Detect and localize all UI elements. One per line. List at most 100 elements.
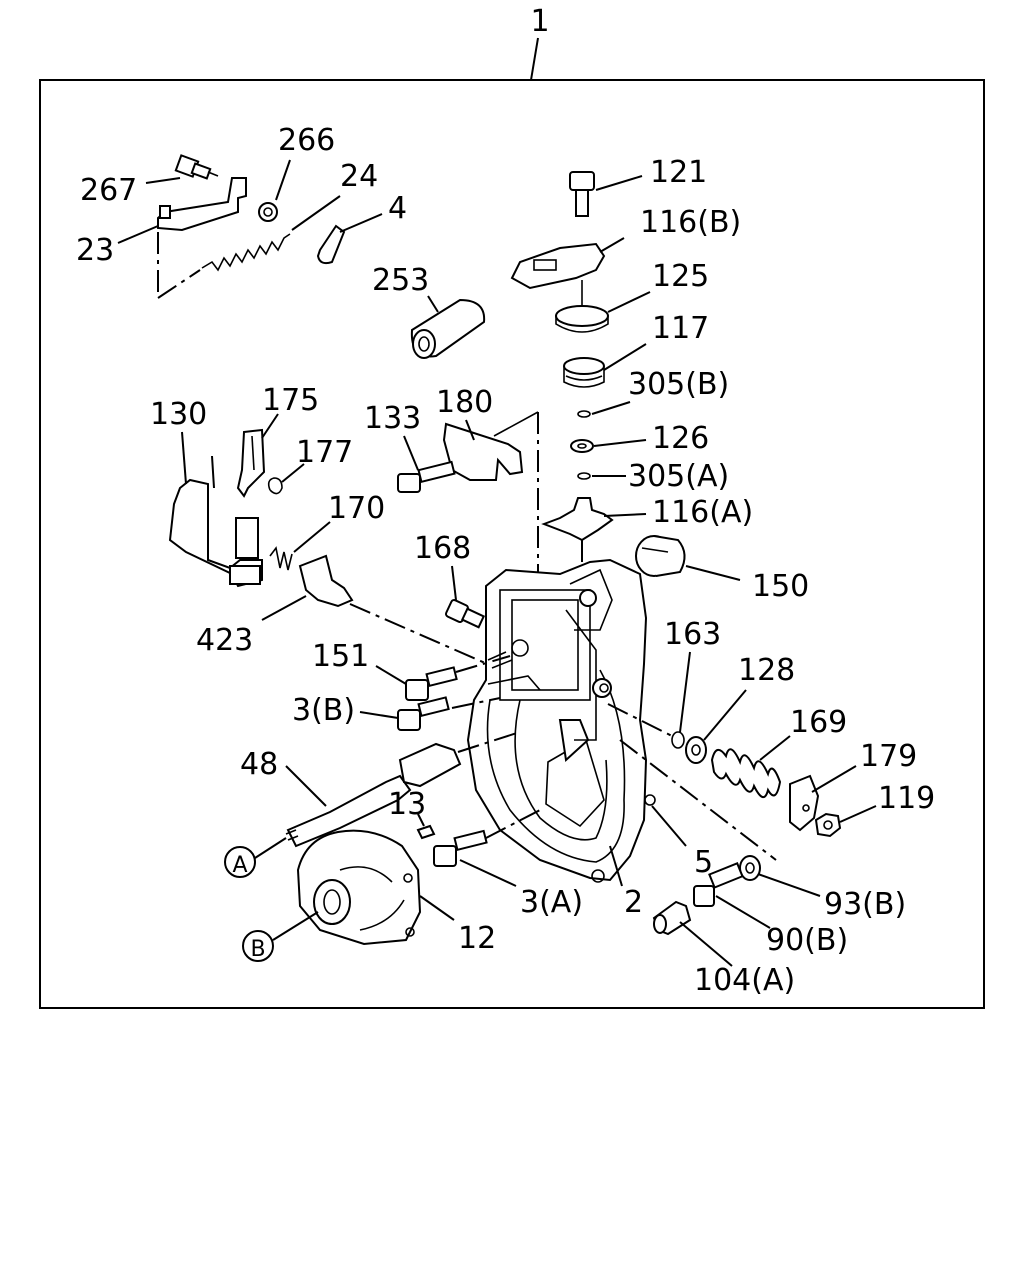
label-5: 5 bbox=[694, 845, 713, 880]
leader-116a bbox=[603, 513, 647, 517]
label-2: 2 bbox=[624, 885, 643, 920]
leader-A bbox=[254, 837, 287, 859]
label-130: 130 bbox=[150, 397, 207, 432]
leader-48 bbox=[285, 765, 327, 807]
leader-170 bbox=[293, 521, 331, 553]
part-423-shaft bbox=[298, 554, 354, 608]
label-93b: 93(B) bbox=[824, 887, 906, 922]
part-116b-lever bbox=[510, 242, 606, 290]
key-13-group: 13 bbox=[388, 787, 436, 840]
label-1: 1 bbox=[530, 4, 549, 39]
part-180-bracket bbox=[442, 422, 524, 481]
leader-12 bbox=[419, 895, 455, 921]
label-177: 177 bbox=[296, 435, 353, 470]
label-151: 151 bbox=[312, 639, 369, 674]
part-169-spring bbox=[710, 748, 782, 798]
part-24-spring bbox=[201, 233, 291, 272]
assembly-frame bbox=[39, 79, 985, 1009]
part-305a-clip bbox=[577, 472, 591, 480]
part-48-shaft: 48 bbox=[240, 731, 521, 848]
leader-3b bbox=[359, 711, 399, 719]
leader-150 bbox=[685, 565, 741, 581]
part-13-key bbox=[416, 824, 436, 840]
label-90b: 90(B) bbox=[766, 923, 848, 958]
label-4: 4 bbox=[388, 191, 407, 226]
leader-177 bbox=[281, 463, 305, 483]
label-253: 253 bbox=[372, 263, 429, 298]
part-170-spring bbox=[269, 546, 293, 571]
leader-163 bbox=[679, 651, 691, 733]
label-3b: 3(B) bbox=[292, 693, 355, 728]
leader-2 bbox=[609, 845, 623, 887]
part-90b-bolt bbox=[693, 885, 715, 907]
label-119: 119 bbox=[878, 781, 935, 816]
label-117: 117 bbox=[652, 311, 709, 346]
leader-13 bbox=[417, 813, 425, 827]
label-B: B bbox=[250, 937, 265, 962]
label-175: 175 bbox=[262, 383, 319, 418]
callout-B bbox=[242, 930, 274, 962]
leader-180 bbox=[465, 419, 475, 441]
leader-175 bbox=[261, 413, 279, 439]
part-117-cap bbox=[563, 357, 605, 375]
leader-267 bbox=[145, 177, 181, 184]
label-24: 24 bbox=[340, 159, 378, 194]
label-267: 267 bbox=[80, 173, 137, 208]
part-116a-fork bbox=[541, 497, 614, 542]
part-121-bolt bbox=[569, 171, 595, 191]
label-116b: 116(B) bbox=[640, 205, 741, 240]
lever-group-top-left: 267 23 266 24 4 bbox=[76, 123, 407, 299]
leader-121 bbox=[595, 175, 643, 191]
part-130-lever bbox=[168, 455, 263, 588]
leader-4 bbox=[339, 213, 383, 233]
label-150: 150 bbox=[752, 569, 809, 604]
leader-24 bbox=[291, 195, 341, 231]
label-23: 23 bbox=[76, 233, 114, 268]
leader-168 bbox=[451, 565, 457, 601]
leader-116b bbox=[599, 237, 625, 253]
leader-119 bbox=[839, 805, 877, 823]
part-179-plate bbox=[789, 774, 820, 832]
leader-151 bbox=[375, 665, 407, 685]
label-3a: 3(A) bbox=[520, 885, 583, 920]
label-305a: 305(A) bbox=[628, 459, 729, 494]
leader-125 bbox=[607, 291, 651, 313]
label-305b: 305(B) bbox=[628, 367, 729, 402]
label-13: 13 bbox=[388, 787, 426, 822]
leader-133 bbox=[403, 435, 419, 471]
leader-128 bbox=[703, 689, 747, 741]
label-116a: 116(A) bbox=[652, 495, 753, 530]
bolts-left: 151 3(B) bbox=[292, 639, 511, 731]
leader-23 bbox=[117, 225, 159, 244]
label-179: 179 bbox=[860, 739, 917, 774]
part-4-clip bbox=[316, 224, 346, 265]
leader-169 bbox=[759, 735, 791, 761]
leader-93b bbox=[757, 873, 821, 897]
label-133: 133 bbox=[364, 401, 421, 436]
label-125: 125 bbox=[652, 259, 709, 294]
label-A: A bbox=[232, 853, 247, 878]
part-12-cam: 12 bbox=[296, 829, 496, 956]
part-126-washer bbox=[570, 439, 594, 453]
part-125-disc bbox=[555, 305, 609, 327]
label-104a: 104(A) bbox=[694, 963, 795, 998]
part-305b-clip bbox=[577, 410, 591, 418]
part-133-bolt bbox=[397, 473, 421, 493]
leader-266 bbox=[275, 159, 291, 201]
part-3b-bolt bbox=[397, 709, 421, 731]
leader-104a bbox=[679, 921, 733, 967]
part-128-washer bbox=[685, 736, 707, 764]
label-163: 163 bbox=[664, 617, 721, 652]
leader-117 bbox=[603, 343, 647, 371]
leader-5 bbox=[651, 805, 687, 847]
leader-130 bbox=[181, 431, 187, 485]
label-169: 169 bbox=[790, 705, 847, 740]
part-266-nut bbox=[258, 202, 278, 222]
right-stack: 163 128 169 179 119 bbox=[607, 617, 935, 861]
leader-126 bbox=[593, 439, 647, 447]
leader-3a bbox=[459, 859, 517, 887]
leader-305b bbox=[591, 401, 631, 415]
label-126: 126 bbox=[652, 421, 709, 456]
leader-1 bbox=[530, 37, 539, 81]
